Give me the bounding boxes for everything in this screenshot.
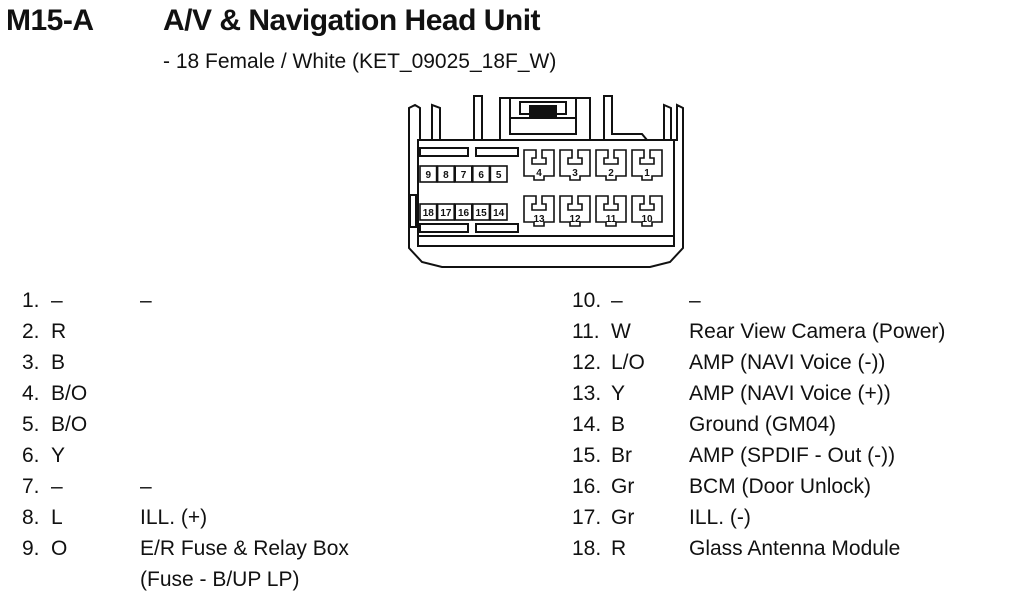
- page-title: A/V & Navigation Head Unit: [163, 4, 541, 37]
- connector-subtitle: - 18 Female / White (KET_09025_18F_W): [163, 50, 557, 73]
- pin-number: 9.: [22, 537, 40, 560]
- pin-number: 14.: [572, 413, 602, 436]
- pin-cavity: [454, 165, 473, 183]
- pin-number: 8.: [22, 506, 40, 529]
- pin-number: 6.: [22, 444, 40, 467]
- pin-function: ILL. (+): [140, 506, 208, 529]
- wire-color: L: [51, 506, 63, 529]
- pin-cavity-label: 5: [496, 170, 502, 181]
- pin-cavity-label: 11: [606, 214, 617, 225]
- pin-cavity-label: 14: [493, 208, 505, 219]
- pin-number: 1.: [22, 289, 40, 312]
- pin-cavity: [559, 149, 591, 181]
- guide-slot: [475, 147, 519, 157]
- latch-window: [529, 105, 557, 117]
- pin-number: 17.: [572, 506, 602, 529]
- inner-frame: [417, 139, 675, 247]
- pin-number: 4.: [22, 382, 40, 405]
- pin-cavity: [471, 203, 491, 221]
- pin-cavity-label: 12: [569, 214, 581, 225]
- pin-function: –: [689, 289, 701, 312]
- pin-cavity: [471, 165, 491, 183]
- side-notch: [409, 194, 417, 228]
- guide-slot: [419, 223, 469, 233]
- guide-slot: [419, 147, 469, 157]
- guide-slot: [475, 223, 519, 233]
- pin-cavity-label: 6: [478, 170, 484, 181]
- pin-cavity: [419, 165, 438, 183]
- wire-color: O: [51, 537, 68, 560]
- pin-function: AMP (SPDIF - Out (-)): [689, 444, 896, 467]
- pin-cavity-label: 2: [608, 168, 614, 179]
- pin-cavity: [419, 203, 438, 221]
- wire-color: B/O: [51, 413, 88, 436]
- pin-function: Glass Antenna Module: [689, 537, 901, 560]
- pin-cavity-label: 4: [536, 168, 542, 179]
- pin-cavity-label: 17: [440, 208, 452, 219]
- pin-number: 16.: [572, 475, 602, 498]
- pin-number: 15.: [572, 444, 602, 467]
- latch: [509, 97, 577, 135]
- pin-function: AMP (NAVI Voice (-)): [689, 351, 886, 374]
- pin-function: –: [140, 289, 152, 312]
- pin-number: 5.: [22, 413, 40, 436]
- wire-color: R: [51, 320, 67, 343]
- pin-function: (Fuse - B/UP LP): [140, 568, 300, 591]
- pin-cavity: [436, 165, 456, 183]
- pin-cavity-label: 9: [426, 170, 432, 181]
- pin-function: E/R Fuse & Relay Box: [140, 537, 349, 560]
- pin-cavity-label: 10: [641, 214, 653, 225]
- pin-cavity: [559, 195, 591, 227]
- pin-cavity: [631, 149, 663, 181]
- pin-number: 18.: [572, 537, 602, 560]
- pin-number: 3.: [22, 351, 40, 374]
- pin-cavity: [595, 149, 627, 181]
- wire-color: B/O: [51, 382, 88, 405]
- pin-function: –: [140, 475, 152, 498]
- wire-color: Br: [611, 444, 632, 467]
- pin-cavity-label: 18: [423, 208, 435, 219]
- wire-color: Y: [611, 382, 626, 405]
- pin-number: 7.: [22, 475, 40, 498]
- pin-function: AMP (NAVI Voice (+)): [689, 382, 891, 405]
- pin-cavity: [631, 195, 663, 227]
- pin-cavity-label: 7: [461, 170, 467, 181]
- wire-color: Gr: [611, 475, 635, 498]
- pin-cavity: [595, 195, 627, 227]
- pin-number: 11.: [572, 320, 600, 343]
- pin-cavity-label: 1: [644, 168, 650, 179]
- wire-color: Y: [51, 444, 66, 467]
- pin-cavity: [489, 165, 508, 183]
- pin-cavity-label: 13: [533, 214, 545, 225]
- connector-code: M15-A: [6, 4, 94, 37]
- pin-cavity-label: 3: [572, 168, 578, 179]
- wire-color: –: [51, 289, 63, 312]
- pin-function: Rear View Camera (Power): [689, 320, 946, 343]
- wire-color: –: [51, 475, 63, 498]
- wire-color: –: [611, 289, 623, 312]
- connector-housing: [408, 95, 684, 268]
- pin-cavity: [523, 195, 555, 227]
- pin-cavity-label: 15: [476, 208, 488, 219]
- pin-function: Ground (GM04): [689, 413, 837, 436]
- pin-cavity: [523, 149, 555, 181]
- pin-number: 12.: [572, 351, 602, 374]
- pin-cavity-label: 16: [458, 208, 470, 219]
- wire-color: B: [51, 351, 66, 374]
- wire-color: W: [611, 320, 631, 343]
- pin-number: 13.: [572, 382, 602, 405]
- pin-cavity: [489, 203, 508, 221]
- pin-function: ILL. (-): [689, 506, 751, 529]
- pin-number: 2.: [22, 320, 40, 343]
- pin-cavity: [454, 203, 473, 221]
- pin-number: 10.: [572, 289, 602, 312]
- wire-color: Gr: [611, 506, 635, 529]
- wire-color: L/O: [611, 351, 645, 374]
- wire-color: B: [611, 413, 626, 436]
- wire-color: R: [611, 537, 627, 560]
- pin-cavity-label: 8: [443, 170, 449, 181]
- pin-cavity: [436, 203, 456, 221]
- pin-function: BCM (Door Unlock): [689, 475, 872, 498]
